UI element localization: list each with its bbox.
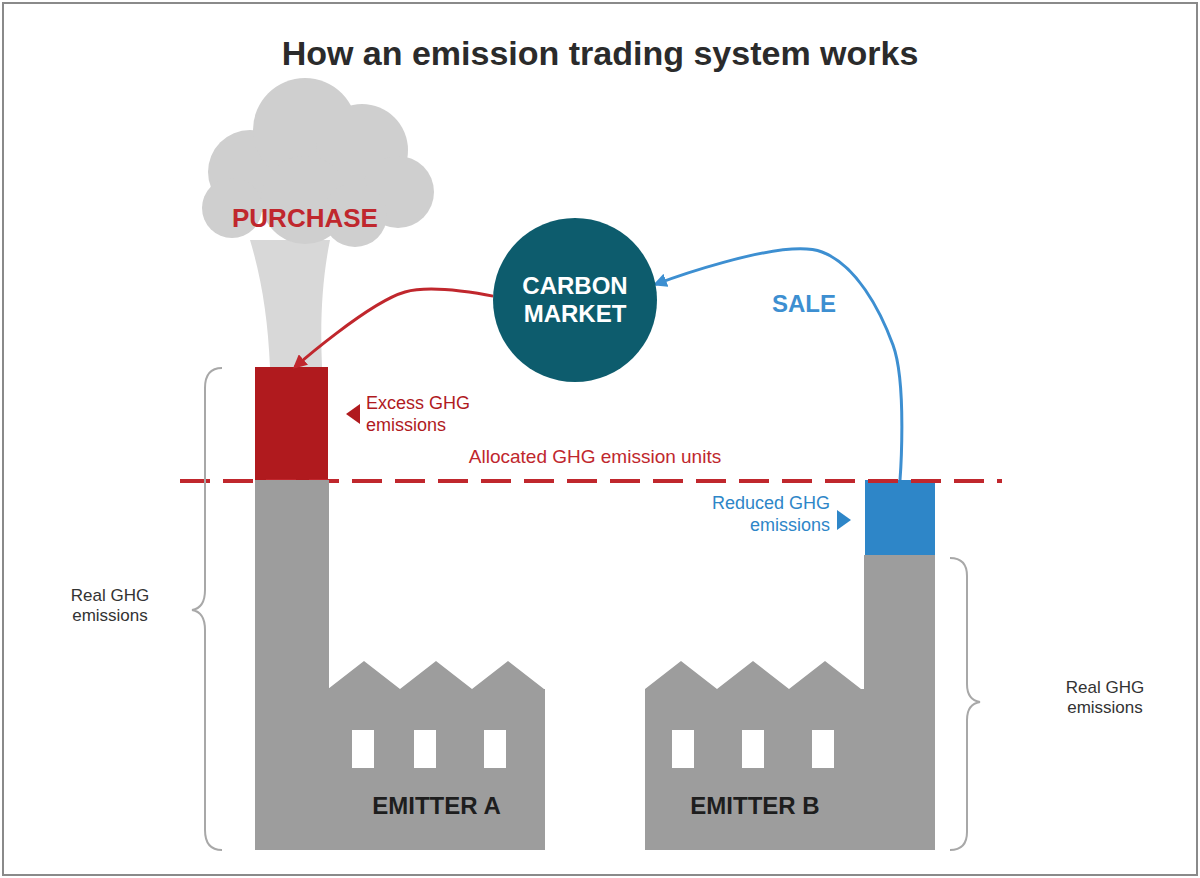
- market-circle: [493, 218, 657, 382]
- window: [484, 730, 506, 768]
- emitter-label: EMITTER A: [328, 792, 545, 820]
- emitter-label: EMITTER B: [645, 792, 865, 820]
- smoke-cloud: [202, 78, 434, 367]
- purchase-arrow: [295, 289, 493, 367]
- window: [672, 730, 694, 768]
- window: [352, 730, 374, 768]
- excess-emissions-block: [255, 367, 328, 481]
- window: [742, 730, 764, 768]
- annotation: Reduced GHG emissions: [680, 493, 830, 536]
- factory: [255, 480, 545, 850]
- window: [414, 730, 436, 768]
- annotation: Allocated GHG emission units: [430, 446, 760, 469]
- text-holder: EMITTER B: [645, 792, 865, 820]
- bracket: [192, 368, 222, 850]
- edge-label: SALE: [772, 290, 836, 318]
- emitter-node: EMITTER B: [645, 480, 935, 850]
- factory-shape: [255, 367, 545, 850]
- edge-label: PURCHASE: [232, 203, 378, 234]
- pointer: [837, 510, 851, 530]
- title: How an emission trading system works: [0, 34, 1200, 73]
- market-label: CARBON MARKET: [510, 272, 640, 327]
- market-node: CARBON MARKET: [493, 218, 657, 382]
- bracket: [950, 558, 980, 850]
- annotation: Excess GHG emissions: [366, 393, 501, 436]
- emitter-node: EMITTER A: [255, 367, 545, 850]
- sale-arrow: [655, 249, 901, 480]
- annotation: Real GHG emissions: [1030, 678, 1180, 719]
- annotation: Real GHG emissions: [40, 586, 180, 627]
- factory: [645, 555, 935, 850]
- window: [812, 730, 834, 768]
- text-holder: CARBON MARKET: [493, 218, 657, 382]
- pointer: [346, 404, 360, 424]
- frame: [3, 3, 1197, 875]
- reduced-emissions-block: [865, 480, 935, 556]
- text-holder: EMITTER A: [328, 792, 545, 820]
